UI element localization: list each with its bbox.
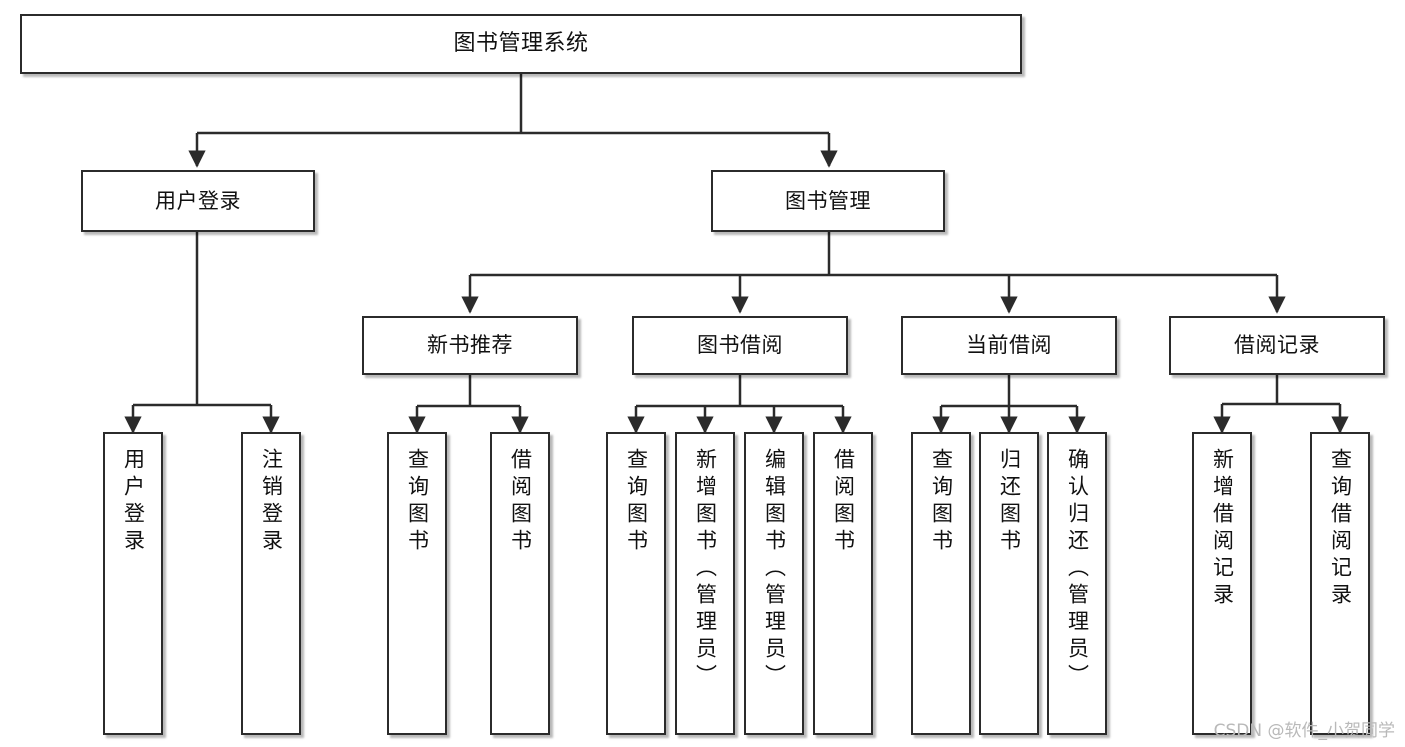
- leaf-query-book-1[interactable]: 查询图书: [387, 432, 447, 735]
- leaf-return-book-label: 归还图书: [997, 448, 1022, 556]
- leaf-borrow-book-2-label: 借阅图书: [831, 448, 856, 556]
- node-user-login-label: 用户登录: [155, 188, 241, 213]
- leaf-query-record-label: 查询借阅记录: [1328, 448, 1353, 610]
- node-new-book-recommend[interactable]: 新书推荐: [362, 316, 578, 375]
- leaf-add-book[interactable]: 新增图书（管理员）: [675, 432, 735, 735]
- node-borrow-record[interactable]: 借阅记录: [1169, 316, 1385, 375]
- leaf-user-login-label: 用户登录: [121, 448, 146, 556]
- leaf-return-book[interactable]: 归还图书: [979, 432, 1039, 735]
- node-borrow-record-label: 借阅记录: [1234, 333, 1320, 358]
- leaf-query-book-3[interactable]: 查询图书: [911, 432, 971, 735]
- leaf-edit-book-label: 编辑图书（管理员）: [762, 448, 787, 691]
- leaf-logout[interactable]: 注销登录: [241, 432, 301, 735]
- leaf-query-book-2-label: 查询图书: [624, 448, 649, 556]
- leaf-query-book-3-label: 查询图书: [929, 448, 954, 556]
- node-user-login[interactable]: 用户登录: [81, 170, 315, 232]
- node-book-borrow[interactable]: 图书借阅: [632, 316, 848, 375]
- leaf-borrow-book-1[interactable]: 借阅图书: [490, 432, 550, 735]
- leaf-user-login[interactable]: 用户登录: [103, 432, 163, 735]
- leaf-add-record-label: 新增借阅记录: [1210, 448, 1235, 610]
- leaf-borrow-book-1-label: 借阅图书: [508, 448, 533, 556]
- leaf-confirm-return[interactable]: 确认归还（管理员）: [1047, 432, 1107, 735]
- node-book-manage[interactable]: 图书管理: [711, 170, 945, 232]
- leaf-edit-book[interactable]: 编辑图书（管理员）: [744, 432, 804, 735]
- leaf-query-book-1-label: 查询图书: [405, 448, 430, 556]
- leaf-query-record[interactable]: 查询借阅记录: [1310, 432, 1370, 735]
- leaf-borrow-book-2[interactable]: 借阅图书: [813, 432, 873, 735]
- leaf-confirm-return-label: 确认归还（管理员）: [1065, 448, 1090, 691]
- node-current-borrow[interactable]: 当前借阅: [901, 316, 1117, 375]
- node-current-borrow-label: 当前借阅: [966, 333, 1052, 358]
- node-root-label: 图书管理系统: [453, 31, 589, 57]
- node-book-borrow-label: 图书借阅: [697, 333, 783, 358]
- leaf-logout-label: 注销登录: [259, 448, 284, 556]
- leaf-query-book-2[interactable]: 查询图书: [606, 432, 666, 735]
- csdn-watermark: CSDN @软件_小贺同学: [1213, 721, 1395, 741]
- leaf-add-book-label: 新增图书（管理员）: [693, 448, 718, 691]
- node-new-book-recommend-label: 新书推荐: [427, 333, 513, 358]
- leaf-add-record[interactable]: 新增借阅记录: [1192, 432, 1252, 735]
- node-book-manage-label: 图书管理: [785, 188, 871, 213]
- node-root[interactable]: 图书管理系统: [20, 14, 1022, 74]
